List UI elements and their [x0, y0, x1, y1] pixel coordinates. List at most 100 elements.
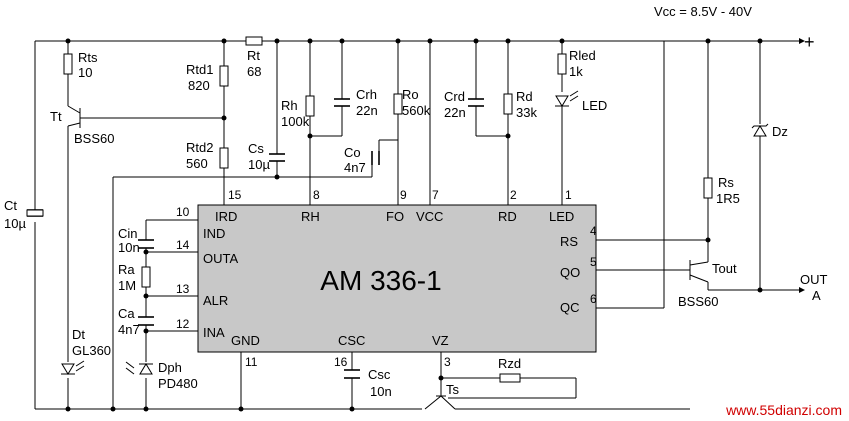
rd-value: 33k: [516, 105, 537, 120]
crh-name: Crh: [356, 87, 377, 102]
pin-number: 2: [510, 188, 517, 202]
resistor-ro: [393, 93, 403, 115]
csc-value: 10n: [370, 384, 392, 399]
out-value: A: [812, 288, 821, 303]
rt-name: Rt: [247, 48, 260, 63]
rs-name: Rs: [718, 175, 734, 190]
dz-name: Dz: [772, 124, 788, 139]
watermark: www.55dianzi.com: [725, 402, 842, 418]
cs-value: 10µ: [248, 157, 270, 172]
led-diode-icon: [555, 90, 579, 107]
rtd1-value: 820: [188, 78, 210, 93]
rled-name: Rled: [569, 48, 596, 63]
vcc-label: Vcc = 8.5V - 40V: [654, 4, 752, 19]
pin-name: IRD: [215, 209, 237, 224]
pin-name: RH: [301, 209, 320, 224]
pin-number: 14: [176, 238, 190, 252]
tout-transistor-icon: [689, 260, 709, 283]
tt-transistor-icon: [67, 105, 81, 128]
rd-name: Rd: [516, 89, 533, 104]
cs-name: Cs: [248, 141, 264, 156]
rs-value: 1R5: [716, 191, 740, 206]
resistor-rt: [245, 36, 263, 46]
pin-name: VCC: [416, 209, 443, 224]
junctions: [65, 38, 763, 412]
resistor-rd: [503, 93, 513, 115]
rtd2-name: Rtd2: [186, 140, 213, 155]
rled-value: 1k: [569, 64, 583, 79]
rtd2-value: 560: [186, 156, 208, 171]
pin-name: RS: [560, 234, 578, 249]
rt-value: 68: [247, 64, 261, 79]
ct-value: 10µ: [4, 216, 26, 231]
pin-name: VZ: [432, 333, 449, 348]
pin-number: 12: [176, 317, 190, 331]
csc-name: Csc: [368, 367, 391, 382]
dt-name: Dt: [72, 327, 85, 342]
ct-name: Ct: [4, 198, 17, 213]
pin-name: QO: [560, 265, 580, 280]
resistor-rled: [557, 53, 567, 75]
pin-number: 3: [444, 355, 451, 369]
pin-name: LED: [549, 209, 574, 224]
pin-number: 5: [590, 255, 597, 269]
rh-name: Rh: [281, 98, 298, 113]
pin-number: 6: [590, 292, 597, 306]
dph-value: PD480: [158, 376, 198, 391]
chip-body: [197, 204, 597, 353]
pin-number: 13: [176, 282, 190, 296]
resistor-rtd1: [219, 65, 229, 87]
pin-name: IND: [203, 226, 225, 241]
crd-name: Crd: [444, 89, 465, 104]
vcc-plus-label: +: [804, 32, 815, 52]
rtd1-name: Rtd1: [186, 62, 213, 77]
ra-name: Ra: [118, 262, 135, 277]
tt-name: Tt: [50, 109, 62, 124]
pin-name: RD: [498, 209, 517, 224]
co-value: 4n7: [344, 160, 366, 175]
ra-value: 1M: [118, 278, 136, 293]
ca-value: 4n7: [118, 322, 140, 337]
dph-name: Dph: [158, 360, 182, 375]
led-name: LED: [582, 98, 607, 113]
resistor-rs: [703, 177, 713, 199]
ro-name: Ro: [402, 87, 419, 102]
rzd-name: Rzd: [498, 356, 521, 371]
pin-name: FO: [386, 209, 404, 224]
dph-photodiode-icon: [125, 361, 153, 375]
cin-name: Cin: [118, 226, 138, 241]
resistor-rzd: [499, 373, 521, 383]
pin-number: 1: [565, 188, 572, 202]
crd-value: 22n: [444, 105, 466, 120]
pin-number: 11: [245, 355, 258, 369]
pin-name: OUTA: [203, 251, 238, 266]
ro-value: 560k: [402, 103, 431, 118]
pin-number: 9: [400, 188, 407, 202]
tt-value: BSS60: [74, 131, 114, 146]
pin-number: 15: [228, 188, 242, 202]
out-name: OUT: [800, 272, 828, 287]
resistor-rtd2: [219, 147, 229, 169]
chip-title: AM 336-1: [320, 265, 441, 296]
ts-name: Ts: [446, 382, 460, 397]
resistor-rts: [63, 53, 73, 75]
co-name: Co: [344, 145, 361, 160]
pin-number: 8: [313, 188, 320, 202]
resistor-ra: [141, 266, 151, 288]
ca-name: Ca: [118, 306, 135, 321]
pin-name: INA: [203, 325, 225, 340]
pin-name: QC: [560, 300, 580, 315]
resistor-rh: [305, 95, 315, 117]
dt-value: GL360: [72, 343, 111, 358]
capacitors: [26, 98, 484, 379]
tout-value: BSS60: [678, 294, 718, 309]
rh-value: 100k: [281, 114, 310, 129]
cin-value: 10n: [118, 240, 140, 255]
zener-diode-icon: [751, 123, 769, 137]
pin-name: ALR: [203, 293, 228, 308]
pin-number: 4: [590, 224, 597, 238]
rts-name: Rts: [78, 50, 98, 65]
crh-value: 22n: [356, 103, 378, 118]
resistors: [63, 36, 713, 383]
